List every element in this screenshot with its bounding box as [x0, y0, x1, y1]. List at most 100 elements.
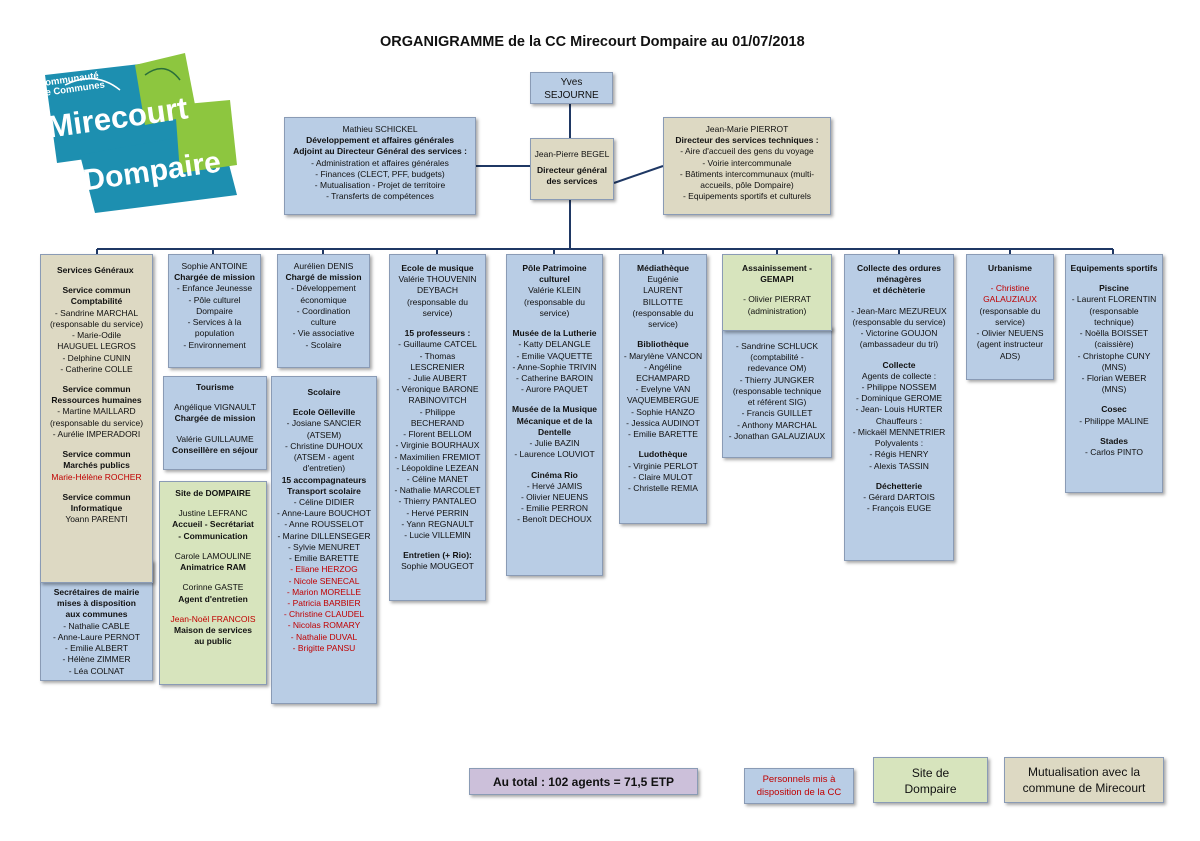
sg-line: Yoann PARENTI: [65, 514, 128, 525]
antoine-box: Sophie ANTOINE Chargée de mission - Enfa…: [168, 254, 261, 368]
assainissement-box: - Sandrine SCHLUCK (comptabilité - redev…: [722, 326, 832, 458]
urbanisme-line: (responsable du: [979, 305, 1041, 316]
secretaires-line: - Hélène ZIMMER: [62, 654, 131, 665]
sg-line: - Martine MAILLARD: [57, 406, 136, 417]
sportifs-line: (MNS): [1101, 361, 1127, 372]
musique-line: - Céline MANET: [406, 473, 469, 484]
musique-line: - Lucie VILLEMIN: [404, 530, 471, 541]
logo: Communauté de Communes Mirecourt Dompair…: [25, 45, 250, 215]
assainissement-line: - Francis GUILLET: [741, 408, 813, 419]
secretaires-line: - Anne-Laure PERNOT: [53, 631, 140, 642]
patrimoine-line: - Emilie VAQUETTE: [516, 350, 593, 361]
pierrot-line: Directeur des services techniques :: [675, 135, 819, 146]
sportifs-line: Cosec: [1101, 404, 1127, 415]
mediatheque-line: - Virginie PERLOT: [628, 460, 698, 471]
musique-line: Ecole de musique: [401, 263, 474, 273]
site-dompaire-box: Site de DOMPAIRE Justine LEFRANC Accueil…: [159, 481, 267, 685]
ordures-box: Collecte des ordures ménagères et déchèt…: [844, 254, 954, 561]
patrimoine-line: - Julie BAZIN: [529, 438, 580, 449]
patrimoine-line: - Hervé JAMIS: [526, 480, 583, 491]
denis-line: Aurélien DENIS: [293, 261, 354, 271]
sg-line: Comptabilité: [70, 296, 123, 307]
mediatheque-line: - Jessica AUDINOT: [626, 417, 700, 428]
sportifs-box: Equipements sportifs Piscine - Laurent F…: [1065, 254, 1163, 493]
scolaire-line: (ATSEM): [306, 429, 342, 440]
president-role: Président: [533, 102, 610, 103]
ordures-line: Agents de collecte :: [861, 370, 937, 381]
site-line: au public: [194, 636, 232, 647]
patrimoine-line: - Laurence LOUVIOT: [514, 449, 595, 460]
assainissement-line: - Thierry JUNGKER: [739, 374, 815, 385]
patrimoine-line: Musée de la Lutherie: [512, 328, 597, 339]
ordures-line: - Régis HENRY: [869, 449, 929, 460]
ordures-line: - François EUGE: [866, 503, 932, 514]
musique-line: - Virginie BOURHAUX: [395, 440, 480, 451]
ordures-line: (responsable du service): [852, 316, 946, 327]
denis-line: culture: [310, 317, 337, 328]
mediatheque-line: Bibliothèque: [637, 339, 689, 350]
patrimoine-line: - Catherine BAROIN: [516, 372, 593, 383]
mediatheque-line: - Sophie HANZO: [631, 406, 695, 417]
scolaire-line: (ATSEM - agent: [293, 452, 355, 463]
patrimoine-line: service): [539, 307, 570, 318]
pierrot-line: Jean-Marie PIERROT: [705, 124, 789, 134]
sportifs-line: - Christophe CUNY: [1077, 350, 1151, 361]
denis-line: - Scolaire: [305, 339, 342, 350]
legend-total-text: Au total : 102 agents = 71,5 ETP: [492, 775, 675, 789]
ordures-line: - Dominique GEROME: [856, 393, 942, 404]
sportifs-line: Equipements sportifs: [1070, 263, 1158, 273]
mediatheque-line: Ludothèque: [638, 449, 688, 460]
antoine-line: Sophie ANTOINE: [181, 261, 248, 271]
mediatheque-line: LAURENT BILLOTTE: [642, 285, 684, 307]
sg-line: Service commun: [62, 449, 131, 460]
musique-line: - Hervé PERRIN: [406, 507, 469, 518]
pierrot-line: - Voirie intercommunale: [702, 157, 792, 168]
tourisme-box: Tourisme Angélique VIGNAULT Chargée de m…: [163, 376, 267, 470]
legend-mis-text: Personnels mis à disposition de la CC: [756, 774, 842, 798]
musique-line: - Thomas LESCRENIER: [410, 350, 465, 372]
urbanisme-box: Urbanisme - Christine GALAUZIAUX (respon…: [966, 254, 1054, 380]
ordures-line: - Jean- Louis HURTER: [855, 404, 943, 415]
scolaire-line: - Patricia BARBIER: [287, 597, 361, 608]
scolaire-line: Ecole Oëlleville: [292, 407, 356, 418]
sg-line: - Marie-Odile: [71, 330, 122, 341]
sg-line: - Aurélie IMPERADORI: [52, 428, 141, 439]
tourisme-line: Tourisme: [196, 382, 234, 392]
ordures-line: - Mickaël MENNETRIER: [852, 426, 946, 437]
ordures-line: Polyvalents :: [874, 438, 924, 449]
ordures-line: et déchèterie: [872, 285, 926, 296]
mediatheque-line: Eugénie: [647, 274, 679, 285]
urbanisme-line: ADS): [999, 350, 1021, 361]
musique-line: - Véronique BARONE: [396, 384, 479, 395]
sg-line: (responsable du service): [49, 417, 144, 428]
sg-line: Services Généraux: [57, 265, 134, 275]
scolaire-line: - Céline DIDIER: [293, 496, 355, 507]
sg-line: Service commun: [62, 383, 131, 394]
legend-mis: Personnels mis à disposition de la CC: [744, 768, 854, 804]
scolaire-line: - Christine DUHOUX: [285, 440, 363, 451]
services-generaux-box: Services Généraux Service commun Comptab…: [40, 254, 153, 583]
mediatheque-line: - Claire MULOT: [633, 471, 693, 482]
patrimoine-line: Pôle Patrimoine: [522, 263, 587, 273]
musique-line: - Florent BELLOM: [403, 429, 472, 440]
antoine-line: Chargée de mission: [174, 272, 255, 283]
secretaires-line: - Nathalie CABLE: [63, 620, 130, 631]
sg-line: HAUGUEL LEGROS: [57, 341, 136, 352]
schickel-line: - Transferts de compétences: [326, 191, 434, 202]
site-line: Site de DOMPAIRE: [175, 488, 251, 498]
patrimoine-line: - Emilie PERRON: [520, 503, 589, 514]
scolaire-line: - Nathalie DUVAL: [290, 631, 358, 642]
musique-line: - Léopoldine LEZEAN: [396, 462, 479, 473]
sg-line: Service commun: [62, 285, 131, 296]
patrimoine-line: - Katty DELANGLE: [518, 339, 591, 350]
schickel-line: Développement et affaires générales: [306, 135, 454, 146]
sportifs-line: Piscine: [1099, 283, 1129, 294]
sg-line: Service commun: [62, 491, 131, 502]
legend-mutualisation: Mutualisation avec la commune de Mirecou…: [1004, 757, 1164, 803]
sportifs-line: Stades: [1100, 435, 1128, 446]
sportifs-line: (MNS): [1101, 384, 1127, 395]
mediatheque-line: - Emilie BARETTE: [628, 429, 698, 440]
legend-site: Site de Dompaire: [873, 757, 988, 803]
ordures-line: - Gérard DARTOIS: [863, 491, 935, 502]
